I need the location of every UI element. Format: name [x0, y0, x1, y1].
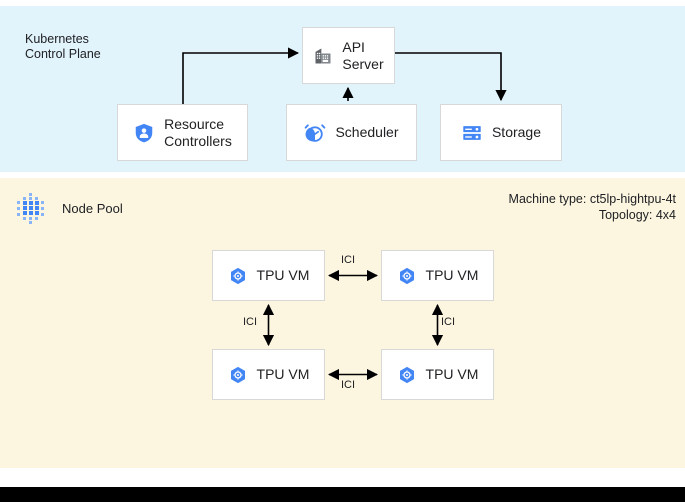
node-pool-dot-grid-icon [14, 191, 48, 225]
storage-box[interactable]: Storage [440, 104, 562, 161]
tpu-vm-label-1: TPU VM [256, 267, 310, 283]
api-server-building-icon [313, 46, 333, 66]
node-pool-meta: Machine type: ct5lp-hightpu-4t Topology:… [509, 191, 676, 223]
api-server-box[interactable]: API Server [302, 27, 395, 84]
machine-type-text: Machine type: ct5lp-hightpu-4t [508, 192, 676, 206]
ici-label-left: ICI [243, 316, 258, 328]
edge-resource-controllers-to-api-server [182, 47, 507, 104]
tpu-vm-label-3: TPU VM [256, 366, 310, 382]
topology-text: Topology: 4x4 [598, 208, 676, 222]
node-pool-header: Node Pool [14, 191, 123, 225]
tpu-hex-icon [397, 266, 417, 286]
storage-rack-icon [461, 122, 483, 144]
alarm-clock-icon [304, 122, 326, 144]
ici-connectors [262, 269, 444, 381]
node-pool-label: Node Pool [62, 200, 123, 216]
resource-controllers-label: Resource Controllers [164, 115, 232, 149]
ici-label-right: ICI [441, 316, 456, 328]
tpu-hex-icon [397, 365, 417, 385]
ici-label-top: ICI [341, 254, 356, 266]
tpu-hex-icon [228, 266, 248, 286]
bottom-bar [0, 487, 685, 502]
ici-label-bottom: ICI [341, 379, 356, 391]
control-plane-panel: Kubernetes Control Plane [0, 6, 685, 172]
scheduler-box[interactable]: Scheduler [286, 104, 417, 161]
scheduler-label: Scheduler [335, 124, 399, 140]
shield-user-icon [133, 122, 155, 144]
resource-controllers-box[interactable]: Resource Controllers [117, 104, 248, 161]
storage-label: Storage [491, 124, 542, 140]
tpu-hex-icon [228, 365, 248, 385]
tpu-vm-box-3[interactable]: TPU VM [212, 349, 325, 400]
control-plane-title: Kubernetes Control Plane [25, 32, 101, 61]
node-pool-panel: Node Pool Machine type: ct5lp-hightpu-4t… [0, 178, 685, 468]
tpu-vm-label-2: TPU VM [425, 267, 479, 283]
tpu-vm-box-2[interactable]: TPU VM [381, 250, 494, 301]
tpu-vm-label-4: TPU VM [425, 366, 479, 382]
tpu-vm-box-4[interactable]: TPU VM [381, 349, 494, 400]
api-server-label: API Server [342, 38, 384, 72]
tpu-vm-box-1[interactable]: TPU VM [212, 250, 325, 301]
